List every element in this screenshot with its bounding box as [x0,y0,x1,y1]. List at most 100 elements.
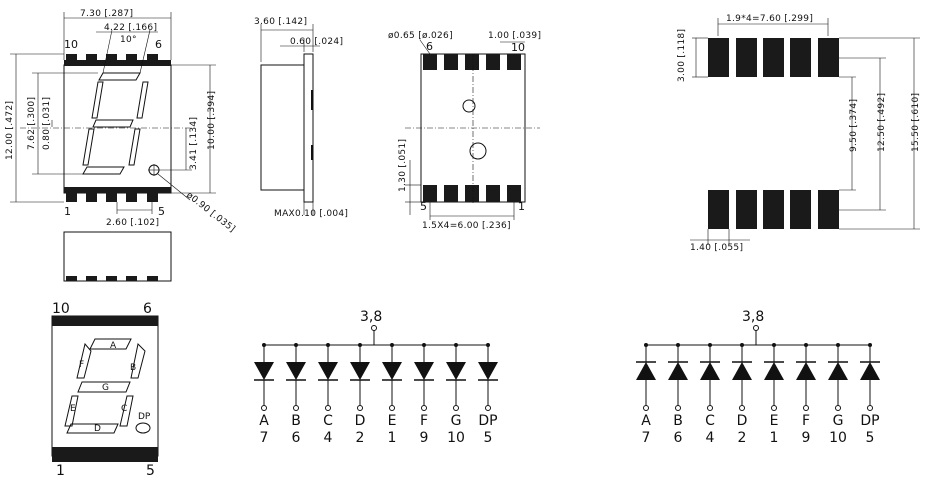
front-top-pins [64,54,171,66]
ca-diode-b: B6 [668,343,688,446]
cc-seg-label: E [388,413,397,429]
ca-diode-g: G10 [828,343,848,446]
pd-seg-d: D [94,424,101,434]
back-bottom-pads [423,185,521,202]
dim-bottom: 2.60 [.102] [106,218,159,228]
cc-diode-c: C4 [318,343,338,446]
side-lead [303,53,314,203]
cc-diode-d: D2 [350,343,370,446]
ca-diode-e: E1 [764,343,784,446]
ca-seg-label: D [737,413,748,429]
dim-lead: 0.60 [.024] [290,37,343,47]
ca-seg-label: G [833,413,844,429]
front-pin-5: 5 [158,205,165,218]
cc-diode-f: F9 [414,343,434,446]
footprint: 1.9*4=7.60 [.299] 3.00 [.118] 9.50 [.374… [677,14,921,253]
back-hole-small [462,99,476,113]
side-view: 3.60 [.142] 0.60 [.024] MAX0.10 [.004] [254,17,348,219]
dim-pad-h: 1.30 [.051] [398,139,408,192]
cc-diode-a: A7 [254,343,274,446]
cc-diode-g: G10 [446,343,466,446]
pd-seg-g: G [102,383,109,393]
front-pin-10: 10 [64,38,78,51]
cc-pin-label: 7 [260,430,269,446]
pd-pin-1: 1 [56,463,65,479]
cc-pin-label: 1 [388,430,397,446]
cc-seg-label: DP [478,413,497,429]
front-bottom-pins [64,187,171,202]
pin-diagram: 10 6 1 5 A B C D E F G DP [51,301,159,479]
pin-diagram-segments [64,338,146,434]
cc-pin-label: 6 [292,430,301,446]
ca-pin-label: 2 [738,430,747,446]
back-top-pads [423,54,521,70]
cc-pin-label: 4 [324,430,333,446]
pd-seg-a: A [110,341,117,351]
dim-slant: 10° [120,35,137,45]
cc-diode-e: E1 [382,343,402,446]
ca-seg-label: DP [860,413,879,429]
ca-diode-a: A7 [636,343,656,446]
ca-pin-label: 1 [770,430,779,446]
pd-seg-dp: DP [138,412,151,422]
pd-seg-b: B [130,363,136,373]
ca-common-label: 3,8 [742,309,764,325]
dim-segment: 0.80 [.031] [42,97,52,150]
pd-seg-c: C [121,404,127,414]
pd-pin-6: 6 [143,301,152,317]
cc-seg-label: F [420,413,428,429]
ca-seg-label: A [641,413,651,429]
dim-depth: 3.60 [.142] [254,17,307,27]
dim-fp-inner: 9.50 [.374] [849,99,859,152]
back-view: ø0.65 [ø.026] 6 1.00 [.039] 10 1.30 [.05… [388,31,541,231]
back-pin-6: 6 [426,40,433,53]
cc-pin-label: 9 [420,430,429,446]
front-view: 7.30 [.287] 4.22 [.166] 10° 10 6 12.00 [… [5,9,237,282]
cc-seg-label: A [259,413,269,429]
bottom-view-pins [66,276,158,281]
dim-dp-offset: 3.41 [.134] [189,117,199,170]
dim-fp-outer: 15.50 [.610] [911,93,921,152]
dim-digit-width: 4.22 [.166] [104,23,157,33]
ca-diode-c: C4 [700,343,720,446]
cc-common-label: 3,8 [360,309,382,325]
back-pin-5: 5 [420,200,427,213]
cc-pin-label: 10 [447,430,465,446]
pin-diagram-bottom-pads [52,447,158,462]
cc-pin-label: 5 [484,430,493,446]
pd-seg-e: E [70,404,76,414]
front-pin-1: 1 [64,205,71,218]
pd-pin-5: 5 [146,463,155,479]
cc-seg-label: C [323,413,333,429]
dim-height-total: 12.00 [.472] [5,101,15,160]
bottom-view-outline [63,231,172,282]
pd-seg-f: F [79,360,84,370]
dim-body-height: 10.00 [.394] [207,91,217,150]
ca-diode-d: D2 [732,343,752,446]
ca-seg-label: F [802,413,810,429]
back-hole-large [469,142,487,160]
ca-pin-label: 4 [706,430,715,446]
cc-diode-dp: DP5 [478,343,498,446]
side-body [260,64,305,191]
pd-pin-10: 10 [52,301,70,317]
pin-diagram-dp [135,422,151,434]
dim-dp-dia: ø0.90 [.035] [184,190,237,234]
cc-seg-label: G [451,413,462,429]
dim-max: MAX0.10 [.004] [274,209,348,219]
ca-seg-label: B [673,413,683,429]
dim-pitch-bottom: 1.5X4=6.00 [.236] [422,221,511,231]
front-digit-segments [82,72,149,175]
cc-pin-label: 2 [356,430,365,446]
dim-digit-height: 7.62 [.300] [27,97,37,150]
cc-seg-label: B [291,413,301,429]
dim-hole: ø0.65 [ø.026] [388,31,453,41]
ca-seg-label: E [770,413,779,429]
dim-width-total: 7.30 [.287] [80,9,133,19]
footprint-top-pads [708,38,839,77]
back-pin-1: 1 [518,200,525,213]
dim-fp-mid: 12.50 [.492] [877,93,887,152]
